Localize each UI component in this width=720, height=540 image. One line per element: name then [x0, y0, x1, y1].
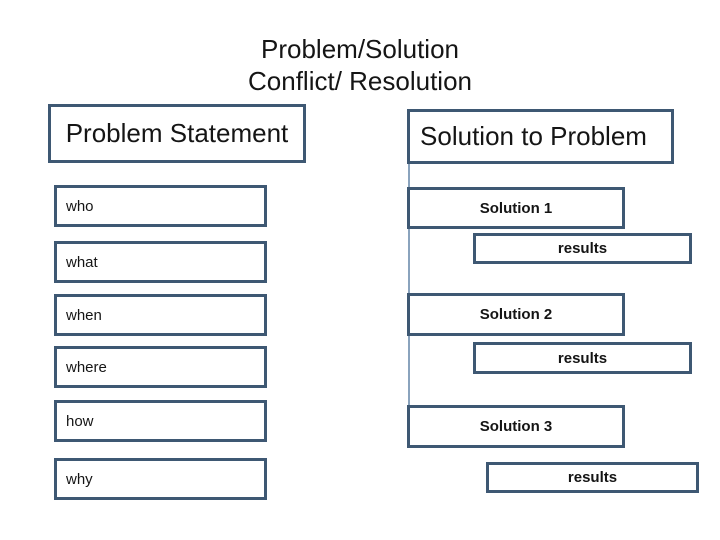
problem-box-where-label: where [66, 358, 107, 376]
solution-2-label: Solution 2 [479, 306, 553, 323]
results-3-label: results [567, 469, 618, 486]
problem-box-what-label: what [66, 253, 98, 271]
problem-box-when-label: when [66, 306, 102, 324]
slide-title: Problem/Solution Conflict/ Resolution [0, 33, 720, 97]
problem-box-when: when [54, 294, 267, 336]
solution-header-label: Solution to Problem [420, 121, 647, 151]
solution-3-label: Solution 3 [479, 418, 553, 435]
solution-1-box: Solution 1 [407, 187, 625, 229]
problem-box-who-label: who [66, 197, 94, 215]
solution-2-box: Solution 2 [407, 293, 625, 336]
solution-3-box: Solution 3 [407, 405, 625, 448]
problem-statement-header-label: Problem Statement [65, 118, 289, 148]
solution-1-label: Solution 1 [479, 199, 553, 217]
problem-statement-header-box: Problem Statement [48, 104, 306, 163]
results-2-label: results [557, 349, 608, 367]
problem-box-who: who [54, 185, 267, 227]
problem-box-how: how [54, 400, 267, 442]
solution-header-box: Solution to Problem [407, 109, 674, 164]
results-2-box: results [473, 342, 692, 374]
problem-box-where: where [54, 346, 267, 388]
slide-title-line-1: Problem/Solution [261, 34, 459, 64]
problem-box-how-label: how [66, 412, 94, 430]
results-1-box: results [473, 233, 692, 264]
slide-title-line-2: Conflict/ Resolution [248, 66, 472, 96]
results-1-label: results [557, 240, 608, 257]
problem-box-why: why [54, 458, 267, 500]
problem-box-what: what [54, 241, 267, 283]
problem-box-why-label: why [66, 470, 93, 488]
results-3-box: results [486, 462, 699, 493]
solution-connector-line [408, 162, 410, 410]
